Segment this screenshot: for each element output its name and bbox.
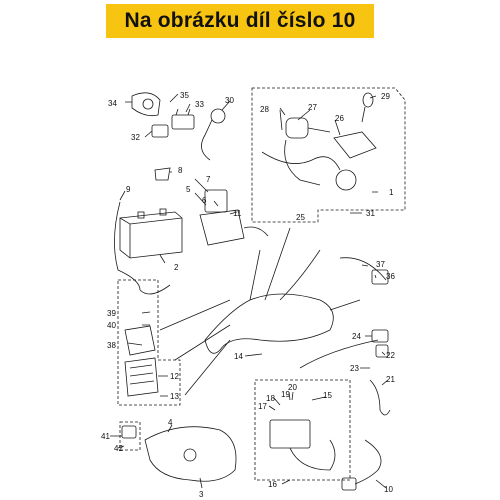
part-14-main-harness xyxy=(204,293,334,354)
ignition-group-box xyxy=(251,87,406,223)
part-29-key xyxy=(361,92,374,123)
part-38-bracket xyxy=(124,325,156,356)
part-label-5: 5 xyxy=(186,185,191,194)
part-label-31: 31 xyxy=(366,209,375,218)
part-label-33: 33 xyxy=(195,100,204,109)
part-33-switch xyxy=(171,108,195,130)
part-label-8: 8 xyxy=(178,166,183,175)
part-10-cable xyxy=(341,439,382,491)
part-26-lock xyxy=(333,131,377,191)
part-label-42: 42 xyxy=(114,444,123,453)
part-21-sensor xyxy=(369,379,391,416)
part-label-38: 38 xyxy=(107,341,116,350)
part-32-clip xyxy=(151,124,169,138)
part-label-40: 40 xyxy=(107,321,116,330)
part-label-35: 35 xyxy=(180,91,189,100)
part-label-4: 4 xyxy=(168,418,173,427)
regulator-group-box xyxy=(117,279,181,406)
banner-text: Na obrázku díl číslo 10 xyxy=(124,9,356,32)
part-label-10: 10 xyxy=(384,485,393,494)
part-label-12: 12 xyxy=(170,372,179,381)
harness-group-box xyxy=(254,379,351,481)
part-8-terminal-cap xyxy=(154,167,171,181)
part-label-6: 6 xyxy=(202,196,207,205)
part-label-41: 41 xyxy=(101,432,110,441)
part-2-battery xyxy=(119,208,183,259)
part-label-19: 19 xyxy=(281,390,290,399)
part-label-21: 21 xyxy=(386,375,395,384)
part-label-2: 2 xyxy=(174,263,179,272)
part-label-24: 24 xyxy=(352,332,361,341)
part-12-regulator xyxy=(124,357,159,397)
part-label-15: 15 xyxy=(323,391,332,400)
part-label-17: 17 xyxy=(258,402,267,411)
part-label-9: 9 xyxy=(126,185,131,194)
part-34-handlebar-switch xyxy=(131,92,161,117)
part-label-7: 7 xyxy=(206,175,211,184)
part-label-14: 14 xyxy=(234,352,243,361)
part-5-starter-relay xyxy=(199,189,269,246)
part-9-battery-cable xyxy=(114,201,171,295)
part-label-36: 36 xyxy=(386,272,395,281)
part-label-11: 11 xyxy=(233,209,242,218)
part-banner: Na obrázku díl číslo 10 xyxy=(106,4,374,38)
part-label-22: 22 xyxy=(386,351,395,360)
part-24-wire xyxy=(299,329,389,369)
part-label-16: 16 xyxy=(268,480,277,489)
part-label-20: 20 xyxy=(288,383,297,392)
part-label-26: 26 xyxy=(335,114,344,123)
part-label-1: 1 xyxy=(389,188,394,197)
part-30-connector xyxy=(201,108,226,161)
part-27-ignition-switch xyxy=(261,109,341,186)
relay-group-box xyxy=(119,421,141,451)
part-label-28: 28 xyxy=(260,105,269,114)
part-label-30: 30 xyxy=(225,96,234,105)
part-15-sub-harness xyxy=(269,419,336,471)
part-36-flasher xyxy=(339,257,389,285)
part-label-18: 18 xyxy=(266,394,275,403)
part-label-34: 34 xyxy=(108,99,117,108)
part-41-relay xyxy=(121,425,137,439)
part-label-27: 27 xyxy=(308,103,317,112)
part-label-39: 39 xyxy=(107,309,116,318)
part-label-3: 3 xyxy=(199,490,204,499)
part-label-29: 29 xyxy=(381,92,390,101)
part-label-25: 25 xyxy=(296,213,305,222)
part-label-13: 13 xyxy=(170,392,179,401)
part-3-frame xyxy=(144,426,237,482)
part-label-23: 23 xyxy=(350,364,359,373)
part-label-32: 32 xyxy=(131,133,140,142)
part-label-37: 37 xyxy=(376,260,385,269)
